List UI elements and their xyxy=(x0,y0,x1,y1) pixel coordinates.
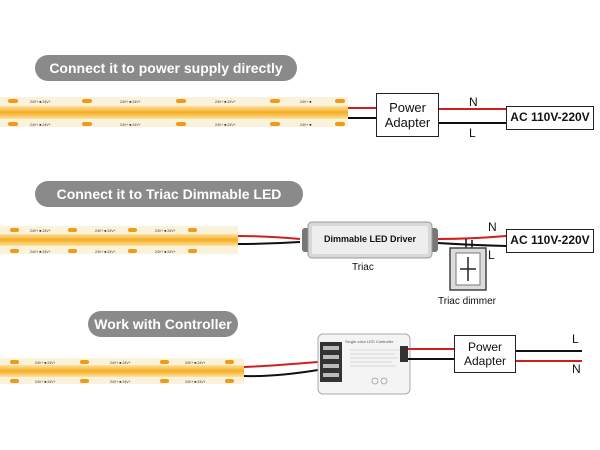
section-title-triac: Connect it to Triac Dimmable LED Driver xyxy=(35,181,303,228)
power-adapter-2-line1: Power xyxy=(467,340,502,354)
svg-text:24V+ ■ 24V+: 24V+ ■ 24V+ xyxy=(95,229,116,233)
svg-text:24V+ ■ 24V+: 24V+ ■ 24V+ xyxy=(95,250,116,254)
svg-text:24V+ ■ 24V+: 24V+ ■ 24V+ xyxy=(215,100,236,104)
svg-text:24V+ ■ 24V+: 24V+ ■ 24V+ xyxy=(110,361,131,365)
wire-label-s3-top: L xyxy=(572,332,579,346)
wire-label-s1-bottom: L xyxy=(469,126,476,140)
svg-text:24V+ ■ 24V+: 24V+ ■ 24V+ xyxy=(155,229,176,233)
wire-label-s1-top: N xyxy=(469,95,478,109)
power-adapter-2-line2: Adapter xyxy=(463,354,507,368)
led-controller xyxy=(317,333,411,395)
svg-text:24V+ ■ 24V+: 24V+ ■ 24V+ xyxy=(185,380,206,384)
svg-text:24V+ ■: 24V+ ■ xyxy=(300,123,311,127)
led-strip-1: 24V+ ■ 24V+ 24V+ ■ 24V+ 24V+ ■ 24V+ 24V+ ■… xyxy=(0,97,348,127)
controller-title: Single color LED Controller xyxy=(345,339,394,344)
wire-label-s3-bottom: N xyxy=(572,362,581,376)
ac-source-2: AC 110V-220V xyxy=(506,229,594,253)
svg-text:24V+ ■ 24V+: 24V+ ■ 24V+ xyxy=(30,123,51,127)
dimmer-caption: Triac dimmer xyxy=(438,296,496,307)
svg-text:24V+ ■ 24V+: 24V+ ■ 24V+ xyxy=(30,100,51,104)
triac-dimmer xyxy=(449,247,487,291)
ac-source-1: AC 110V-220V xyxy=(506,106,594,130)
power-adapter-2: Power Adapter xyxy=(454,335,516,373)
section-title-controller: Work with Controller xyxy=(88,311,238,337)
wire-label-s2-top: N xyxy=(488,220,497,234)
section-title-direct: Connect it to power supply directly xyxy=(35,55,297,81)
wire-label-s2-bottom: L xyxy=(488,248,495,262)
svg-text:24V+ ■ 24V+: 24V+ ■ 24V+ xyxy=(120,123,141,127)
svg-text:24V+ ■ 24V+: 24V+ ■ 24V+ xyxy=(185,361,206,365)
svg-text:24V+ ■: 24V+ ■ xyxy=(300,100,311,104)
svg-text:24V+ ■ 24V+: 24V+ ■ 24V+ xyxy=(35,361,56,365)
driver-caption: Triac xyxy=(352,262,374,273)
triac-driver xyxy=(302,221,438,259)
svg-text:24V+ ■ 24V+: 24V+ ■ 24V+ xyxy=(30,250,51,254)
svg-text:24V+ ■ 24V+: 24V+ ■ 24V+ xyxy=(35,380,56,384)
power-adapter-1-line1: Power xyxy=(389,100,426,115)
svg-text:24V+ ■ 24V+: 24V+ ■ 24V+ xyxy=(155,250,176,254)
power-adapter-1: Power Adapter xyxy=(376,93,439,137)
power-adapter-1-line2: Adapter xyxy=(384,115,431,130)
driver-label: Dimmable LED Driver xyxy=(323,234,417,244)
svg-text:24V+ ■ 24V+: 24V+ ■ 24V+ xyxy=(30,229,51,233)
svg-text:24V+ ■ 24V+: 24V+ ■ 24V+ xyxy=(120,100,141,104)
svg-text:24V+ ■ 24V+: 24V+ ■ 24V+ xyxy=(110,380,131,384)
svg-text:24V+ ■ 24V+: 24V+ ■ 24V+ xyxy=(215,123,236,127)
led-strip-3: 24V+ ■ 24V+ 24V+ ■ 24V+ 24V+ ■ 24V+ 24V+ ■… xyxy=(0,358,244,384)
led-strip-2: 24V+ ■ 24V+ 24V+ ■ 24V+ 24V+ ■ 24V+ 24V+ ■… xyxy=(0,226,238,254)
